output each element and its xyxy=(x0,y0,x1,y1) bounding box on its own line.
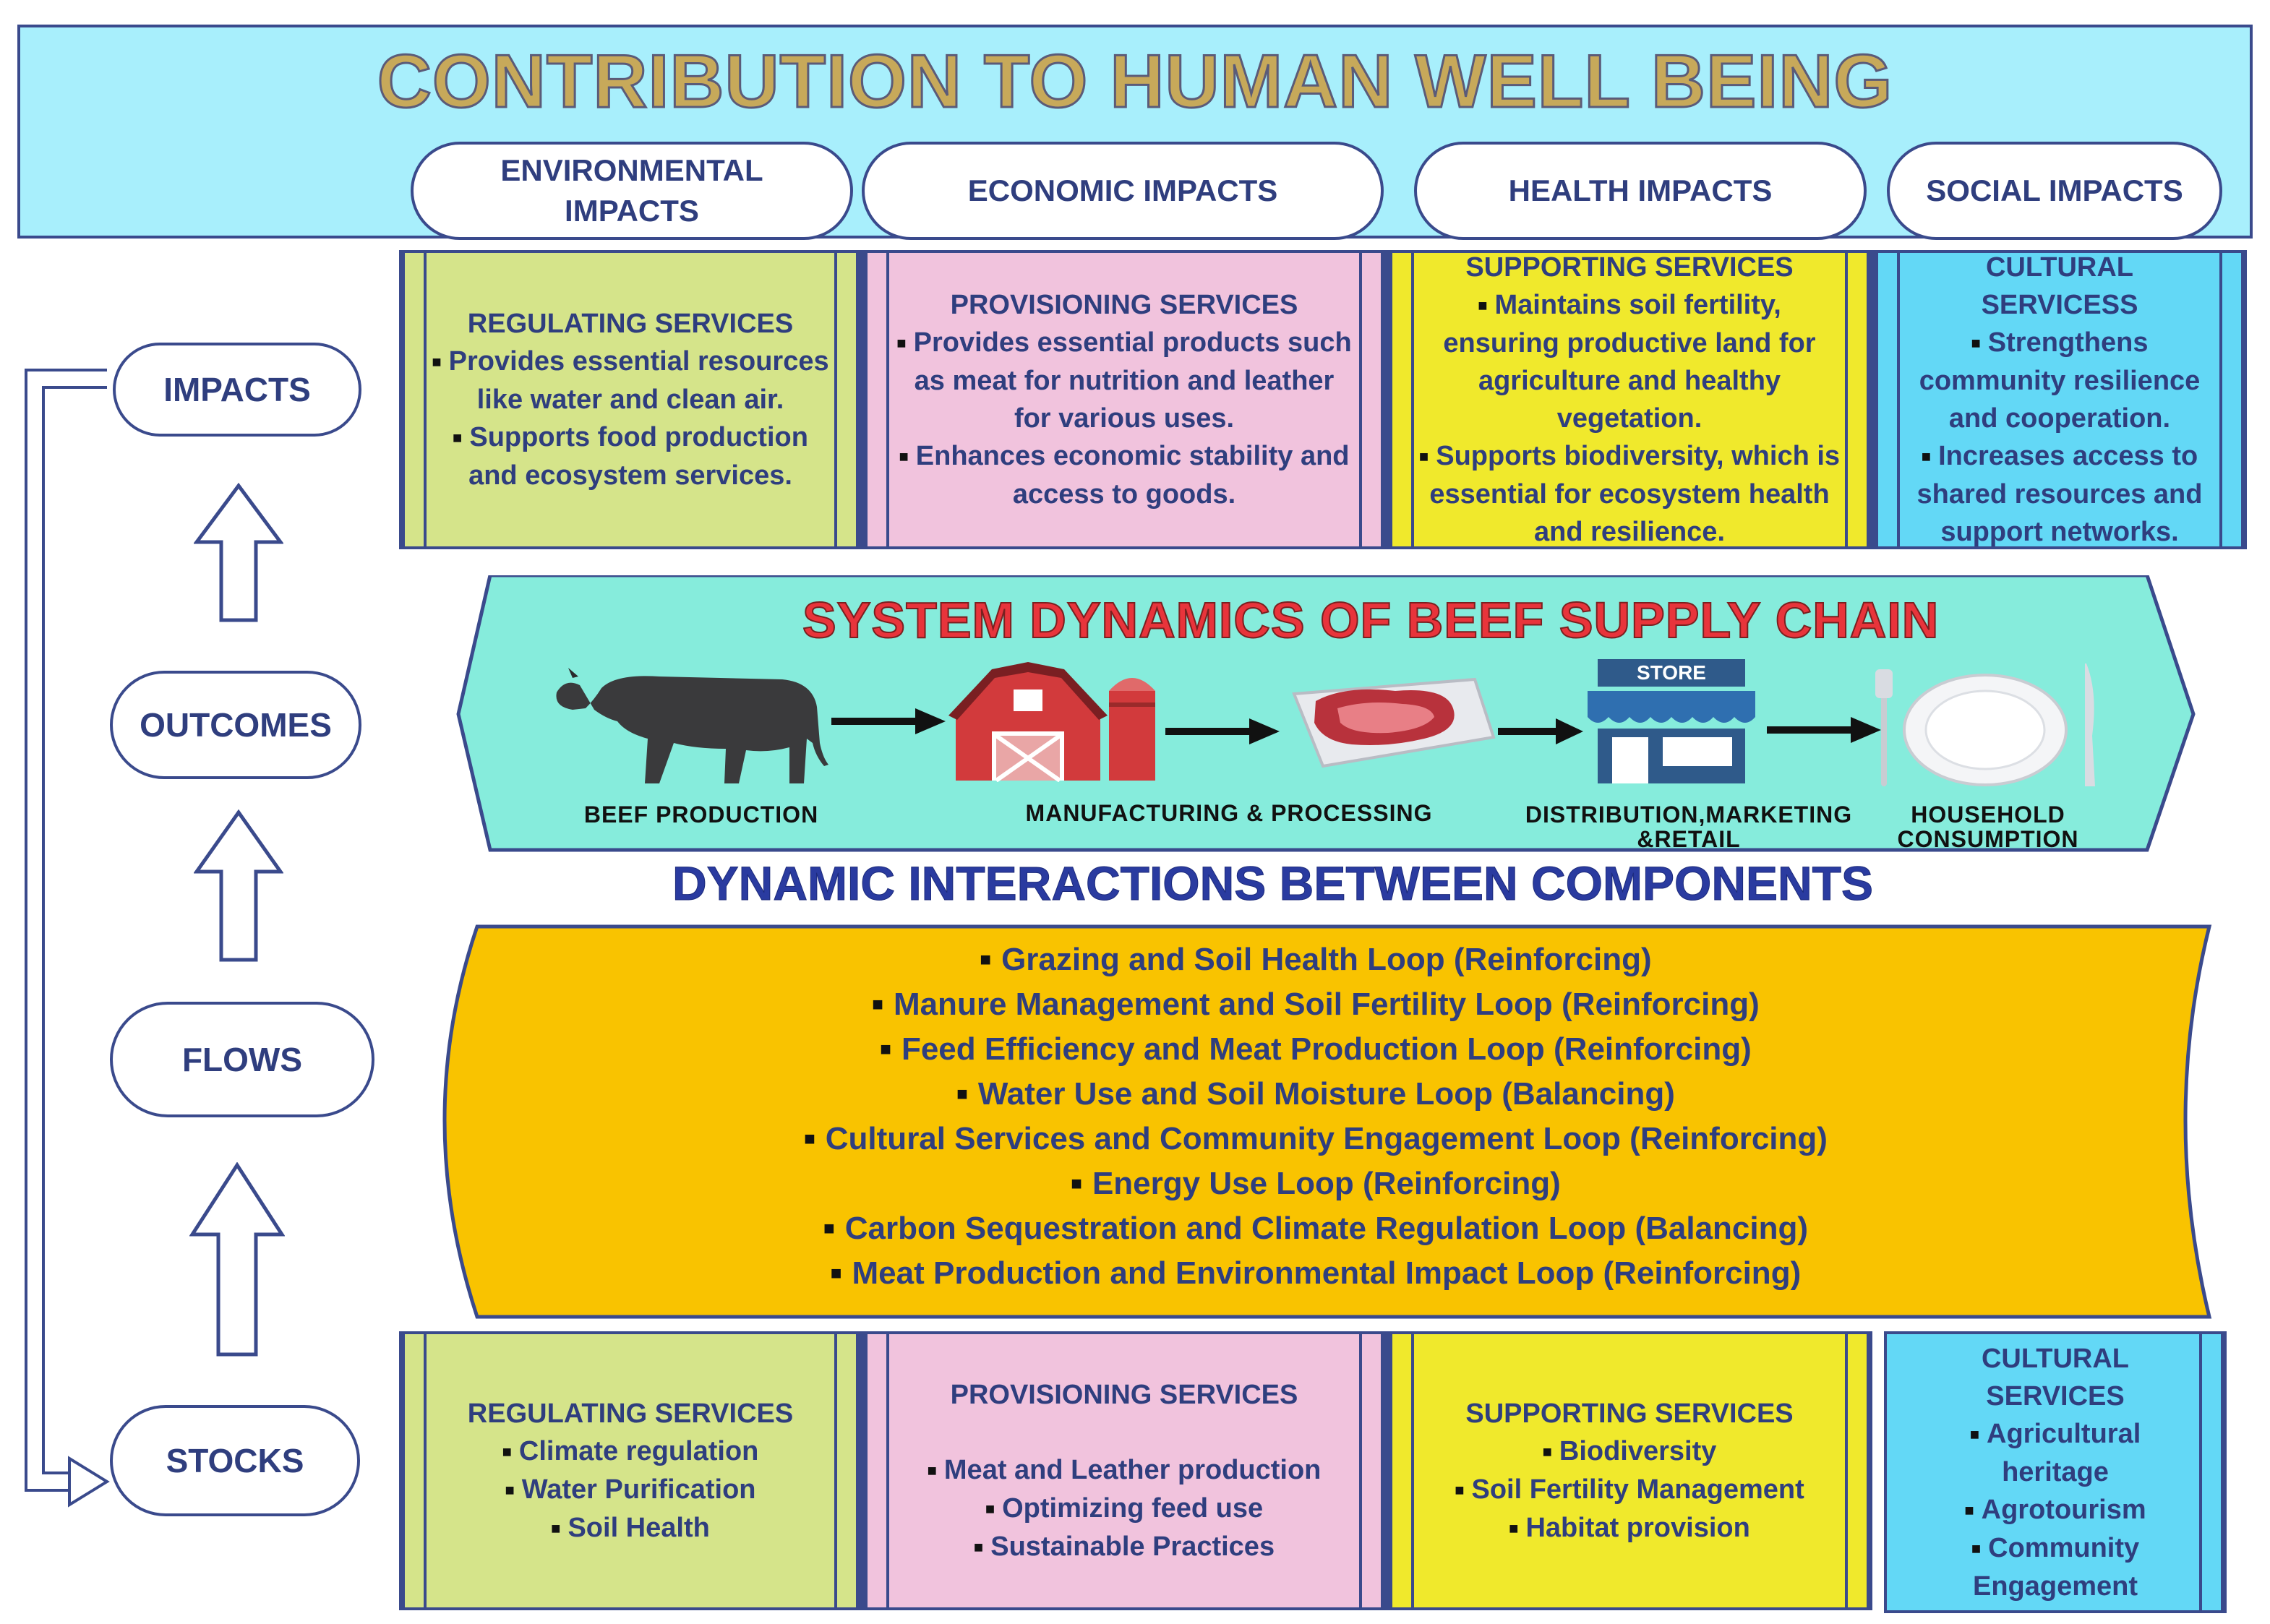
service-title: PROVISIONING SERVICES xyxy=(950,1379,1298,1410)
impact-regulating-services: REGULATING SERVICES Provides essential r… xyxy=(399,250,862,549)
arrow-right-icon xyxy=(1767,717,1881,743)
loop-item: Feed Efficiency and Meat Production Loop… xyxy=(434,1026,2198,1072)
up-arrow-icon xyxy=(194,809,283,962)
service-bullet: Provides essential resources like water … xyxy=(431,343,830,418)
stock-supporting-services: SUPPORTING SERVICES Biodiversity Soil Fe… xyxy=(1387,1331,1872,1610)
service-title: REGULATING SERVICES xyxy=(467,309,794,339)
stage-beef-production: BEEF PRODUCTION xyxy=(583,802,819,828)
service-title: REGULATING SERVICES xyxy=(467,1398,794,1429)
service-bullet: Provides essential products such as meat… xyxy=(894,324,1355,437)
loop-item: Manure Management and Soil Fertility Loo… xyxy=(434,981,2198,1027)
store-icon xyxy=(1588,659,1755,783)
plate-icon xyxy=(1875,663,2095,786)
meat-tray-icon xyxy=(1292,677,1496,768)
loop-item: Meat Production and Environmental Impact… xyxy=(434,1250,2198,1296)
service-bullet: Maintains soil fertility, ensuring produ… xyxy=(1418,286,1841,437)
stock-provisioning-services: PROVISIONING SERVICES Meat and Leather p… xyxy=(862,1331,1387,1610)
service-title: SUPPORTING SERVICES xyxy=(1465,252,1794,283)
service-bullet: Enhances economic stability and access t… xyxy=(894,437,1355,513)
impact-cultural-services: CULTURAL SERVICESS Strengthens community… xyxy=(1872,250,2247,549)
service-bullet: Optimizing feed use xyxy=(985,1490,1263,1528)
loop-item: Cultural Services and Community Engageme… xyxy=(434,1116,2198,1161)
barn-icon xyxy=(948,662,1155,782)
feedback-loop-arrow xyxy=(25,369,110,1508)
level-flows: FLOWS xyxy=(110,1002,374,1117)
service-bullet: Climate regulation xyxy=(502,1432,759,1471)
supply-chain-title: SYSTEM DYNAMICS OF BEEF SUPPLY CHAIN xyxy=(802,591,1940,649)
service-title: CULTURAL SERVICES xyxy=(1981,1343,2130,1412)
service-bullet: Supports biodiversity, which is essentia… xyxy=(1418,437,1841,551)
service-bullet: Habitat provision xyxy=(1509,1509,1749,1547)
loop-item: Carbon Sequestration and Climate Regulat… xyxy=(434,1206,2198,1251)
stage-distribution: DISTRIBUTION,MARKETING &RETAIL xyxy=(1525,802,1853,852)
social-impacts-pill: SOCIAL IMPACTS xyxy=(1887,142,2222,240)
service-bullet: Meat and Leather production xyxy=(928,1451,1321,1490)
arrow-right-icon xyxy=(1165,718,1280,744)
service-title: SUPPORTING SERVICES xyxy=(1465,1398,1794,1429)
service-bullet: Water Purification xyxy=(505,1471,756,1509)
service-bullet: Community Engagement xyxy=(1909,1529,2202,1605)
service-bullet: Strengthens community resilience and coo… xyxy=(1904,324,2215,437)
stock-regulating-services: REGULATING SERVICES Climate regulation W… xyxy=(399,1331,862,1610)
service-bullet: Biodiversity xyxy=(1543,1432,1717,1471)
stage-household: HOUSEHOLD CONSUMPTION xyxy=(1897,802,2079,852)
health-impacts-pill: HEALTH IMPACTS xyxy=(1414,142,1867,240)
loop-item: Energy Use Loop (Reinforcing) xyxy=(434,1161,2198,1206)
service-title: PROVISIONING SERVICES xyxy=(950,290,1298,320)
loop-item: Water Use and Soil Moisture Loop (Balanc… xyxy=(434,1071,2198,1117)
up-arrow-icon xyxy=(194,483,283,622)
service-bullet: Soil Health xyxy=(551,1509,709,1547)
impact-supporting-services: SUPPORTING SERVICES Maintains soil ferti… xyxy=(1387,250,1872,549)
store-sign: STORE xyxy=(1637,661,1706,684)
up-arrow-icon xyxy=(189,1162,285,1357)
service-bullet: Sustainable Practices xyxy=(974,1528,1275,1566)
environmental-impacts-pill: ENVIRONMENTAL IMPACTS xyxy=(411,142,853,240)
arrow-right-icon xyxy=(1498,718,1583,744)
stage-manufacturing: MANUFACTURING & PROCESSING xyxy=(1025,800,1433,826)
dynamics-title: DYNAMIC INTERACTIONS BETWEEN COMPONENTS xyxy=(672,856,1874,911)
economic-impacts-pill: ECONOMIC IMPACTS xyxy=(862,142,1384,240)
cow-icon xyxy=(556,668,828,783)
page-title: CONTRIBUTION TO HUMAN WELL BEING xyxy=(376,39,1893,125)
level-impacts: IMPACTS xyxy=(113,343,361,437)
loop-item: Grazing and Soil Health Loop (Reinforcin… xyxy=(434,937,2198,982)
service-title: CULTURAL SERVICESS xyxy=(1981,252,2138,320)
service-bullet: Increases access to shared resources and… xyxy=(1904,437,2215,551)
service-bullet: Soil Fertility Management xyxy=(1455,1471,1804,1509)
service-bullet: Agrotourism xyxy=(1964,1491,2146,1529)
stock-cultural-services: CULTURAL SERVICES Agricultural heritage … xyxy=(1884,1331,2227,1613)
level-outcomes: OUTCOMES xyxy=(110,671,361,779)
service-bullet: Supports food production and ecosystem s… xyxy=(431,418,830,494)
impact-provisioning-services: PROVISIONING SERVICES Provides essential… xyxy=(862,250,1387,549)
service-bullet: Agricultural heritage xyxy=(1909,1415,2202,1491)
level-stocks: STOCKS xyxy=(110,1405,360,1516)
arrow-right-icon xyxy=(831,708,946,734)
